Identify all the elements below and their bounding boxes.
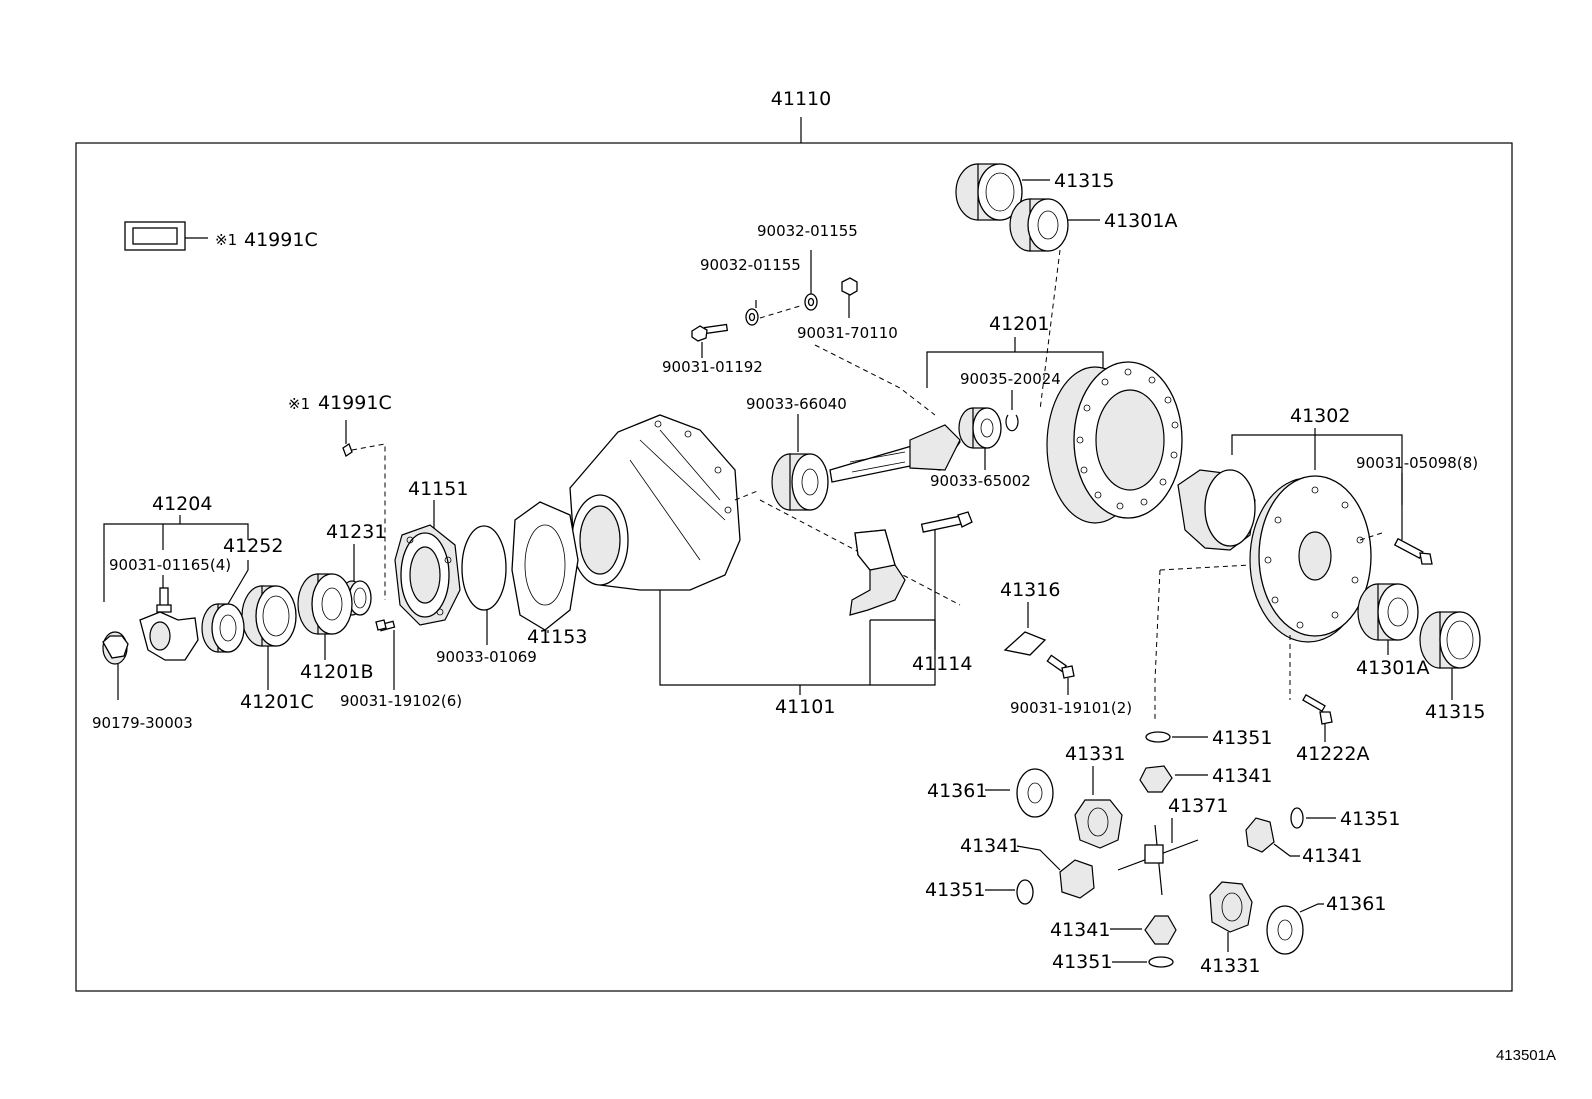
part-label-41341-c: 41341: [1302, 845, 1362, 867]
washer-41351-c: 41351: [925, 879, 1034, 905]
retainer-41151: 41151: [394, 478, 468, 626]
part-label-41201C: 41201C: [240, 691, 314, 713]
part-label-90031-19101: 90031-19101(2): [1010, 699, 1132, 717]
bearing-cap: [849, 529, 906, 616]
note-mark-mid: ※1: [288, 395, 310, 413]
part-label-41231: 41231: [326, 521, 386, 543]
bearing-41301A-top: 41301A: [1009, 198, 1177, 411]
washer-90032-01155-a: 90032-01155: [700, 256, 801, 326]
part-label-41201: 41201: [989, 313, 1049, 335]
part-label-41361-b: 41361: [1326, 893, 1386, 915]
part-label-90032-01155-a: 90032-01155: [700, 256, 801, 274]
side-gear-41331-b: 41331: [1200, 881, 1260, 977]
part-label-90031-19102: 90031-19102(6): [340, 692, 462, 710]
pinion-gear: [829, 424, 961, 483]
assembly-frame: 41110: [75, 88, 1513, 992]
part-label-41301A-right: 41301A: [1356, 657, 1429, 679]
pinion-41341-b: 41341: [960, 835, 1095, 899]
part-label-41301A-top: 41301A: [1104, 210, 1177, 232]
label-plate-mid: ※1 41991C: [288, 392, 392, 600]
part-label-41315-right: 41315: [1425, 701, 1485, 723]
lock-plate-41316: 41316: [1000, 579, 1060, 656]
bearing-41201B: 41201B: [297, 573, 373, 683]
bolt-41114: 41114: [870, 511, 973, 686]
part-label-41316: 41316: [1000, 579, 1060, 601]
note-mark-top: ※1: [215, 231, 237, 249]
part-label-41101: 41101: [775, 696, 835, 718]
part-label-41331-b: 41331: [1200, 955, 1260, 977]
part-label-41991C-mid: 41991C: [318, 392, 392, 414]
part-label-41201B: 41201B: [300, 661, 373, 683]
part-label-90031-01165: 90031-01165(4): [109, 556, 231, 574]
part-label-90032-01155-b: 90032-01155: [757, 222, 858, 240]
thrust-washer-41361-b: 41361: [1266, 893, 1386, 955]
bearing-race-41315-right: 41315: [1419, 611, 1485, 723]
washer-41351-a: 41351: [1145, 727, 1272, 749]
diff-case-41302: 41302: [1154, 405, 1403, 720]
bolt-41222A: 41222A: [1296, 694, 1369, 765]
label-plate-top: ※1 41991C: [124, 221, 318, 251]
pinion-shaft-41371: 41371: [1117, 795, 1228, 896]
pinion-41341-a: 41341: [1139, 765, 1272, 793]
part-label-41302: 41302: [1290, 405, 1350, 427]
part-label-41371: 41371: [1168, 795, 1228, 817]
flange-group-41204: 41204 90031-01165(4) 90179-30003: [92, 493, 249, 732]
part-label-41222A: 41222A: [1296, 743, 1369, 765]
bolt-90031-19101: 90031-19101(2): [1010, 654, 1132, 717]
figure-code-label: 413501A: [1496, 1047, 1556, 1064]
bearing-race-41315-top: 41315: [955, 163, 1114, 221]
part-label-90031-01192: 90031-01192: [662, 358, 763, 376]
snap-ring-90035-20024: 90035-20024: [960, 370, 1061, 432]
part-label-41351-d: 41351: [1052, 951, 1112, 973]
side-gear-41331-a: 41331: [1065, 743, 1125, 849]
washer-41351-b: 41351: [1290, 807, 1400, 830]
part-label-41151: 41151: [408, 478, 468, 500]
assembly-number-label: 41110: [771, 88, 831, 110]
part-label-41252: 41252: [223, 535, 283, 557]
seal-41252: 41252: [201, 535, 283, 653]
part-label-41114: 41114: [912, 653, 972, 675]
part-label-90033-66040: 90033-66040: [746, 395, 847, 413]
ring-gear: [1046, 361, 1183, 524]
bolt-90031-05098: 90031-05098(8): [1356, 454, 1478, 565]
pinion-41341-d: 41341: [1050, 915, 1177, 945]
part-label-41991C-top: 41991C: [244, 229, 318, 251]
part-label-41351-c: 41351: [925, 879, 985, 901]
bolt-90031-19102: 90031-19102(6): [340, 619, 462, 710]
bracket-41201: 41201: [926, 313, 1104, 388]
bolt-90031-01192: 90031-01192: [662, 323, 763, 376]
thrust-washer-41361-a: 41361: [927, 768, 1054, 818]
bearing-90033-66040: 90033-66040: [746, 395, 847, 511]
part-label-41315-top: 41315: [1054, 170, 1114, 192]
washer-41351-d: 41351: [1052, 951, 1174, 973]
part-label-90033-65002: 90033-65002: [930, 472, 1031, 490]
part-label-41153: 41153: [527, 626, 587, 648]
part-label-90179-30003: 90179-30003: [92, 714, 193, 732]
part-label-90031-70110: 90031-70110: [797, 324, 898, 342]
washer-90032-01155-b: 90032-01155: [757, 222, 858, 311]
part-label-41341-a: 41341: [1212, 765, 1272, 787]
pinion-41341-c: 41341: [1245, 817, 1362, 867]
part-label-41331-a: 41331: [1065, 743, 1125, 765]
part-label-41341-b: 41341: [960, 835, 1020, 857]
part-label-90035-20024: 90035-20024: [960, 370, 1061, 388]
bearing-race-41201C: 41201C: [240, 585, 314, 713]
part-label-90031-05098: 90031-05098(8): [1356, 454, 1478, 472]
part-label-41351-a: 41351: [1212, 727, 1272, 749]
oring-90033-01069: 90033-01069: [436, 525, 537, 666]
part-label-41361-a: 41361: [927, 780, 987, 802]
bearing-90033-65002: 90033-65002: [930, 407, 1031, 490]
gasket-41153: 41153: [511, 501, 587, 648]
part-label-41341-d: 41341: [1050, 919, 1110, 941]
nut-90031-70110: 90031-70110: [759, 277, 936, 416]
bearing-41301A-right: 41301A: [1356, 583, 1429, 679]
part-label-41204: 41204: [152, 493, 212, 515]
part-label-90033-01069: 90033-01069: [436, 648, 537, 666]
part-label-41351-b: 41351: [1340, 808, 1400, 830]
